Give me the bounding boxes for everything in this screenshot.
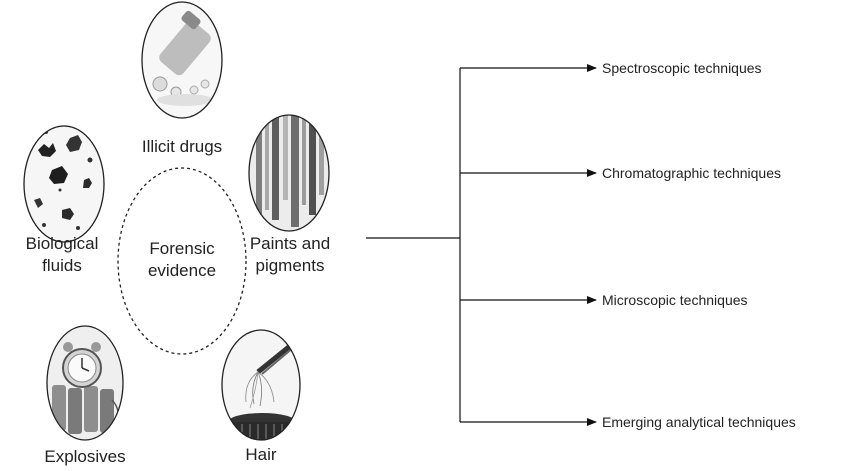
forensic-evidence-label: Forensic evidence <box>132 238 232 282</box>
technique-label-spectroscopic: Spectroscopic techniques <box>602 59 762 77</box>
illicit-drugs-image <box>142 2 222 118</box>
paints-pigments-image <box>249 115 329 231</box>
technique-label-microscopic: Microscopic techniques <box>602 291 748 309</box>
paints-pigments-label: Paints and pigments <box>232 233 348 277</box>
center-label-line1: Forensic <box>132 238 232 260</box>
bio-label-line2: fluids <box>4 255 120 277</box>
technique-label-chromatographic: Chromatographic techniques <box>602 164 781 182</box>
explosives-label: Explosives <box>25 446 145 468</box>
illicit-drugs-label: Illicit drugs <box>122 136 242 158</box>
biological-fluids-label: Biological fluids <box>4 233 120 277</box>
hair-label: Hair <box>226 444 296 466</box>
explosives-image <box>47 326 123 440</box>
biological-fluids-image <box>24 126 104 242</box>
paints-label-line1: Paints and <box>232 233 348 255</box>
technique-label-emerging: Emerging analytical techniques <box>602 413 796 431</box>
paints-label-line2: pigments <box>232 255 348 277</box>
center-label-line2: evidence <box>132 260 232 282</box>
technique-connectors <box>366 68 596 422</box>
hair-image <box>222 330 300 442</box>
bio-label-line1: Biological <box>4 233 120 255</box>
